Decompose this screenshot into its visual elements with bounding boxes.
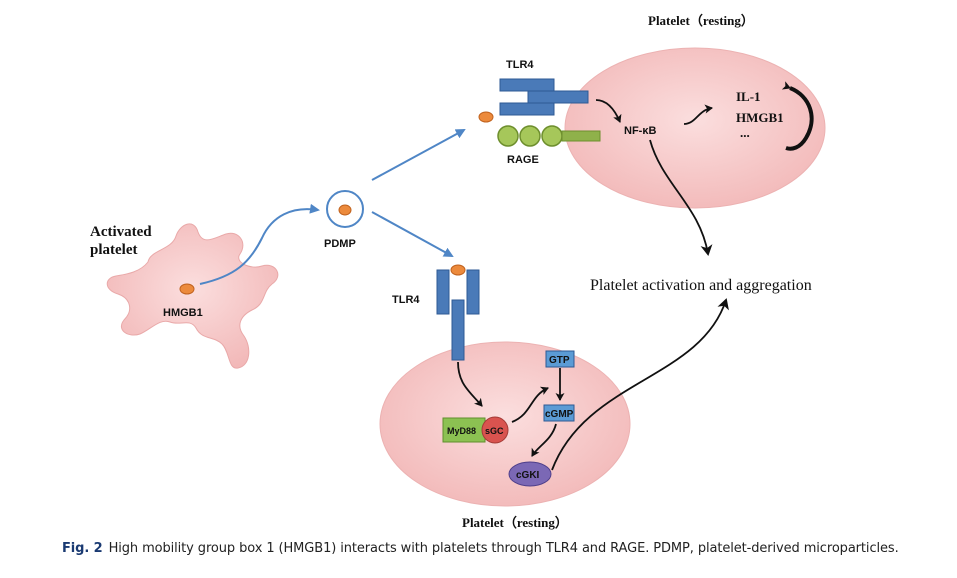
hmgb1-ligand-rage [478,111,494,123]
hmgb1-product-label: HMGB1 [736,110,784,125]
arrow-receptor-to-nfkb [595,99,622,123]
cgmp-box [543,404,575,422]
arrow-cgki-to-activation [551,298,729,471]
caption-text: High mobility group box 1 (HMGB1) intera… [108,541,899,556]
il1-label: IL-1 [736,89,761,104]
platelet-resting-top-label: Platelet（resting） [648,13,754,28]
pdmp-label: PDMP [324,238,356,250]
sgc-label: sGC [485,426,504,436]
pdmp-ligand-dot [338,204,352,216]
figure-caption: Fig. 2 High mobility group box 1 (HMGB1) … [62,541,899,556]
hmgb1-ligand-dot [179,283,195,295]
activated-platelet [106,223,279,369]
sgc-node [481,416,509,444]
activated-platelet-label-1: Activated [90,224,152,240]
platelet-resting-bottom-label: Platelet（resting） [462,515,568,530]
ellipsis-label: ... [740,125,750,140]
rage-receptor [497,125,601,147]
arrow-sgc-to-gtp [511,386,549,423]
tlr4-top-label: TLR4 [506,59,534,71]
tlr4-bottom-label: TLR4 [392,294,420,306]
gtp-label: GTP [549,355,570,366]
arrow-pdmp-to-tlr4 [371,211,454,257]
rage-label: RAGE [507,154,539,166]
platelet-resting-top [564,47,826,209]
cgki-node [508,461,552,487]
hmgb1-ligand-tlr4 [450,264,466,276]
myd88-box [442,417,486,443]
figure-number: Fig. 2 [62,541,103,556]
nfkb-label: NF-κB [624,125,656,137]
tlr4-bottom-receptor [436,269,480,361]
myd88-label: MyD88 [447,426,476,436]
arrow-pdmp-to-rage [371,129,466,181]
arrow-cgmp-to-cgki [531,423,557,457]
arrow-nfkb-to-products [683,104,713,125]
arrow-platelet-to-pdmp [199,203,320,285]
activated-platelet-label-2: platelet [90,242,137,258]
gtp-box [545,350,575,368]
tlr4-top-receptor [499,78,589,116]
feedback-arc [781,81,814,151]
cgmp-label: cGMP [545,409,574,420]
arrow-tlr4-to-myd88 [457,361,483,407]
activation-label: Platelet activation and aggregation [590,277,812,294]
cgki-label: cGKI [516,470,540,481]
arrow-nfkb-to-activation [649,139,713,256]
hmgb1-label: HMGB1 [163,307,203,319]
